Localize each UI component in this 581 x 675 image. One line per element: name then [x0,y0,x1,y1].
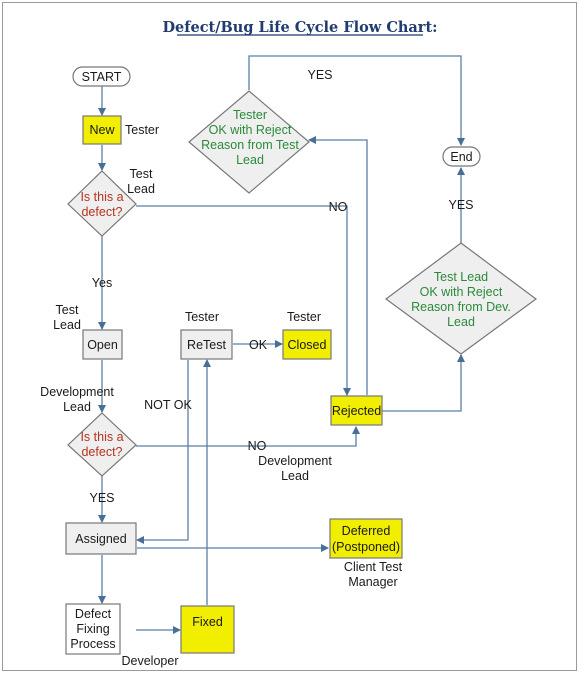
decision2-line1: Is this a [80,430,123,444]
edge-rejected-testerdiamond [308,136,368,395]
role-test-lead-open-2: Lead [53,318,81,332]
decision1-diamond [67,170,137,237]
new-label: New [89,123,115,137]
fixed-node [180,605,235,654]
fixing-node [65,603,121,655]
tester-reject-line1: Tester [233,108,267,122]
lead-reject-line4: Lead [447,315,475,329]
tester-reject-line3: Reason from Test [201,138,299,152]
edge-label-not-ok: NOT OK [144,398,192,412]
assigned-node [65,522,137,555]
role-test-lead-top-2: Lead [127,182,155,196]
tester-reject-line2: OK with Reject [209,123,292,137]
assigned-label: Assigned [75,532,126,546]
tester-reject-diamond [188,90,310,194]
edge-label-yes-top: YES [307,68,332,82]
lead-reject-diamond [384,242,538,355]
lead-reject-line3: Reason from Dev. [411,300,511,314]
edge-label-yes-assigned: YES [89,491,114,505]
rejected-label: Rejected [332,404,381,418]
end-label: End [450,150,472,164]
fixing-line2: Fixing [76,622,109,636]
chart-title: Defect/Bug Life Cycle Flow Chart: [162,19,437,36]
edge-label-no-mid: NO [248,439,267,453]
role-tester-closed: Tester [287,310,321,324]
retest-label: ReTest [187,338,226,352]
start-label: START [82,70,122,84]
role-client-manager-1: Client Test [344,560,403,574]
start-terminal [72,66,131,87]
fixing-line1: Defect [75,607,112,621]
deferred-line2: (Postponed) [332,540,400,554]
role-test-lead-top-1: Test [130,167,153,181]
tester-reject-line4: Lead [236,153,264,167]
role-dev-lead-no-2: Lead [281,469,309,483]
role-dev-lead-no-1: Development [258,454,332,468]
role-tester-retest: Tester [185,310,219,324]
closed-node [282,329,332,360]
decision2-diamond [67,412,137,477]
role-test-lead-open-1: Test [56,303,79,317]
new-node [82,115,122,145]
decision2-line2: defect? [81,445,122,459]
connectors [98,55,465,634]
open-label: Open [87,338,118,352]
deferred-node [329,518,403,559]
edge-label-yes-open: Yes [92,276,112,290]
edge-retest-assigned [136,360,189,544]
lead-reject-line1: Test Lead [434,270,488,284]
role-dev-lead-left-1: Development [40,385,114,399]
role-client-manager-2: Manager [348,575,397,589]
role-dev-lead-left-2: Lead [63,400,91,414]
rejected-node [330,395,383,426]
role-developer: Developer [122,654,179,668]
edge-label-no-top: NO [329,200,348,214]
edge-rejected-leaddiamond [382,354,465,412]
decision1-line2: defect? [81,205,122,219]
retest-node [180,329,233,360]
lead-reject-line2: OK with Reject [420,285,503,299]
fixing-line3: Process [70,637,115,651]
closed-label: Closed [288,338,327,352]
edge-testerdiamond-end [248,55,465,146]
fixed-label: Fixed [192,615,223,629]
edge-decision1-rejected [136,205,351,396]
deferred-line1: Deferred [342,524,391,538]
edge-label-yes-end: YES [448,198,473,212]
decision1-line1: Is this a [80,190,123,204]
end-terminal [442,146,481,167]
role-tester-new: Tester [125,123,159,137]
edge-label-ok: OK [249,338,268,352]
open-node [82,329,123,360]
edge-decision2-rejected [136,426,360,447]
